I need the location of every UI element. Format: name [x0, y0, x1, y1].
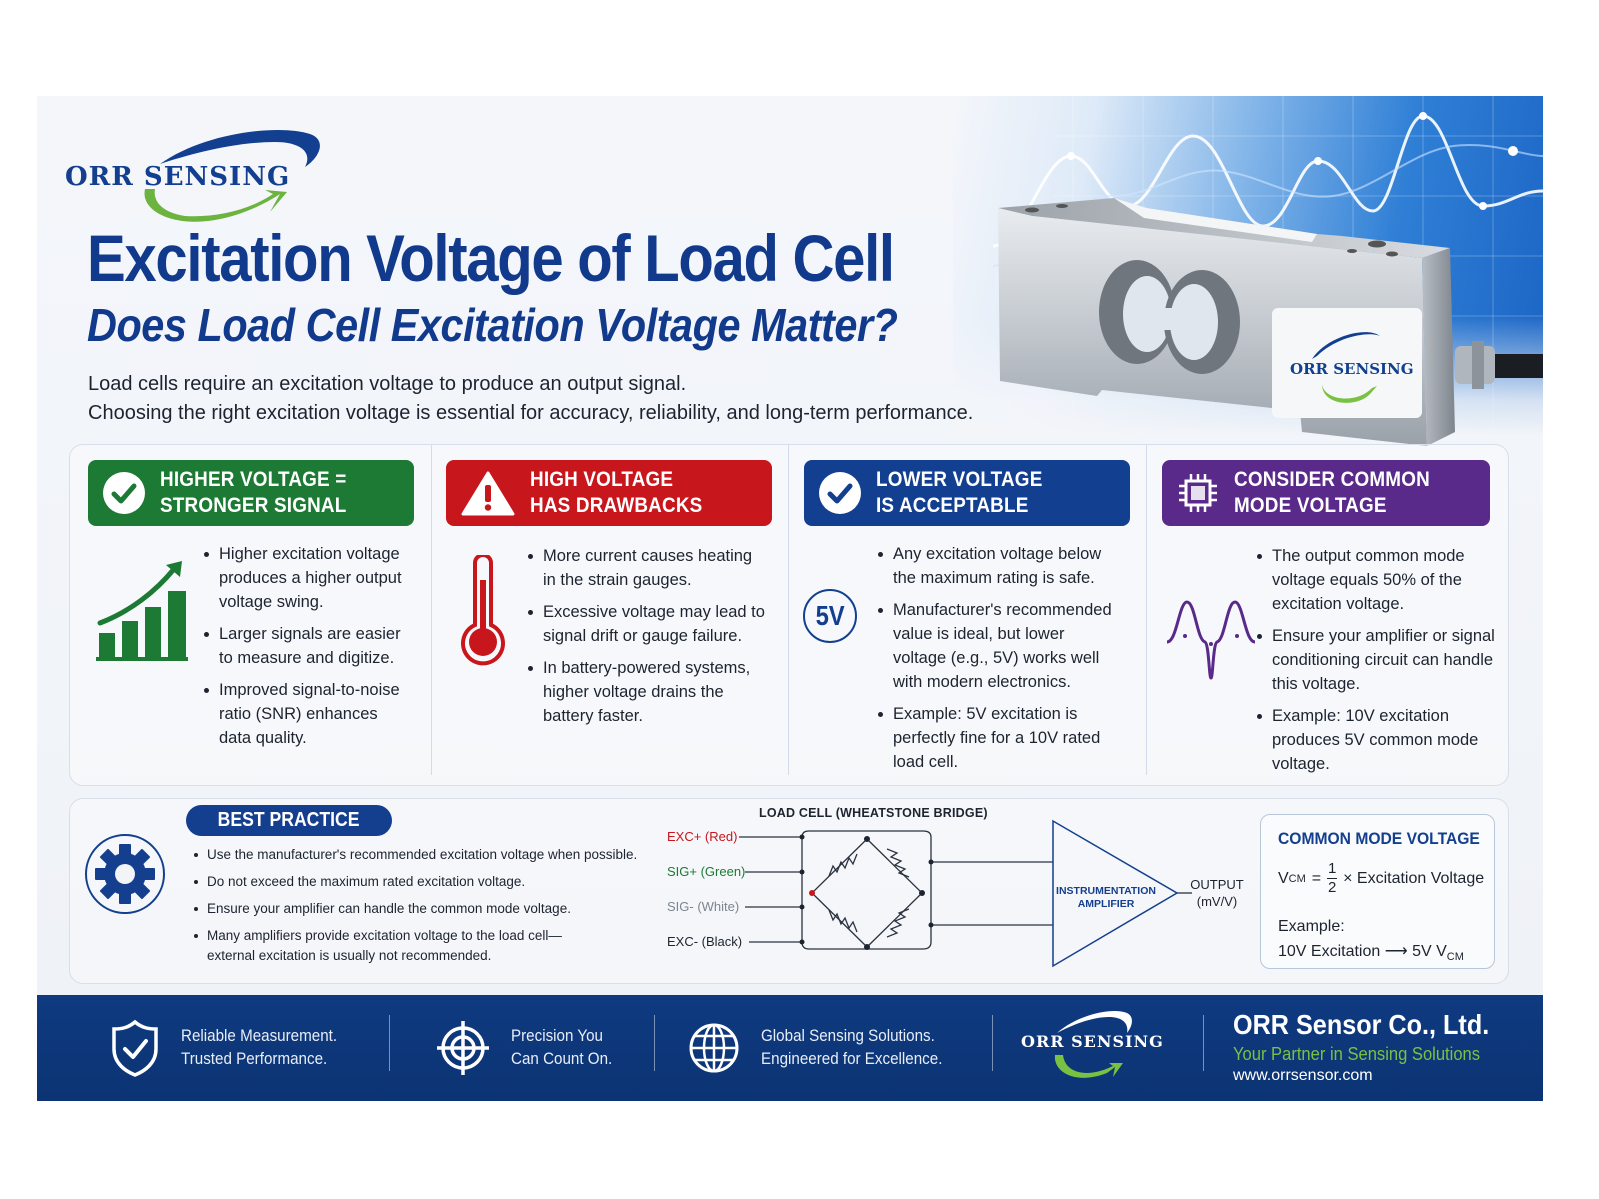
bullet-item: Use the manufacturer's recommended excit…: [192, 845, 637, 865]
bullet-item: In battery-powered systems, higher volta…: [528, 656, 768, 728]
5v-badge-text: 5V: [815, 600, 845, 631]
best-practice-label: BEST PRACTICE: [186, 805, 392, 836]
bullet-item: The output common mode voltage equals 50…: [1257, 544, 1497, 616]
company-name: ORR Sensor Co., Ltd.: [1233, 1009, 1490, 1040]
shield-check-icon: [112, 1019, 158, 1077]
card-title: CONSIDER COMMON MODE VOLTAGE: [1234, 468, 1430, 517]
card-header: HIGHER VOLTAGE = STRONGER SIGNAL: [88, 460, 414, 526]
footer-item-text: Precision You Can Count On.: [511, 1027, 613, 1068]
intro-text: Load cells require an excitation voltage…: [88, 370, 973, 428]
footer-logo-swoosh-icon: [1054, 1011, 1132, 1078]
bullet-item: Improved signal-to-noise ratio (SNR) enh…: [204, 678, 414, 750]
footer-item-precision: Precision You Can Count On.: [437, 995, 621, 1101]
card-title: HIGHER VOLTAGE = STRONGER SIGNAL: [160, 468, 347, 517]
wire-label-exc-minus: EXC- (Black): [667, 934, 743, 949]
footer-logo-text: ORR SENSING: [1021, 1032, 1164, 1051]
footer-item-reliable: Reliable Measurement. Trusted Performanc…: [111, 995, 351, 1101]
svg-text:ORR SENSING: ORR SENSING: [1290, 360, 1414, 378]
example-label: Example:: [1278, 918, 1345, 935]
5v-badge-icon: 5V: [803, 589, 857, 643]
warning-triangle-icon: [446, 470, 530, 516]
wheatstone-bridge-diagram: [739, 819, 1192, 968]
brand-logo: ORR SENSING: [65, 112, 355, 222]
best-practice-list: Use the manufacturer's recommended excit…: [192, 845, 637, 973]
bullet-item: Larger signals are easier to measure and…: [204, 622, 414, 670]
card-bullets: Higher excitation voltage produces a hig…: [204, 542, 414, 758]
card-higher-voltage: HIGHER VOLTAGE = STRONGER SIGNAL Higher …: [70, 445, 430, 785]
bullet-item: Higher excitation voltage produces a hig…: [204, 542, 414, 614]
bullet-continuation: external excitation is usually not recom…: [207, 948, 492, 963]
diagram-title: LOAD CELL (WHEATSTONE BRIDGE): [759, 806, 988, 820]
bullet-item: Excessive voltage may lead to signal dri…: [528, 600, 768, 648]
logo-swoosh-icon: [144, 129, 320, 222]
infographic-sheet: ORR SENSING ORR SENSING Excitation Volta…: [37, 96, 1543, 1101]
bullet-item: Many amplifiers provide excitation volta…: [192, 926, 637, 946]
footer-item-text: Reliable Measurement. Trusted Performanc…: [181, 1027, 338, 1068]
card-lower-voltage: LOWER VOLTAGE IS ACCEPTABLE 5V Any excit…: [786, 445, 1146, 785]
card-bullets: Any excitation voltage below the maximum…: [878, 542, 1118, 782]
card-common-mode: CONSIDER COMMON MODE VOLTAGE The output …: [1144, 445, 1510, 785]
company-website-link[interactable]: www.orrsensor.com: [1233, 1067, 1373, 1084]
card-title: LOWER VOLTAGE IS ACCEPTABLE: [876, 468, 1043, 517]
card-high-voltage-drawbacks: HIGH VOLTAGE HAS DRAWBACKS More current …: [428, 445, 788, 785]
wire-label-sig-minus: SIG- (White): [667, 899, 740, 914]
company-tagline: Your Partner in Sensing Solutions: [1233, 1044, 1481, 1064]
bullet-item: Ensure your amplifier or signal conditio…: [1257, 624, 1497, 696]
formula-title: COMMON MODE VOLTAGE: [1278, 829, 1480, 848]
card-bullets: More current causes heating in the strai…: [528, 544, 768, 736]
thermometer-icon: [461, 555, 505, 666]
page-subtitle: Does Load Cell Excitation Voltage Matter…: [87, 299, 898, 351]
card-title: HIGH VOLTAGE HAS DRAWBACKS: [530, 468, 703, 517]
logo-text: ORR SENSING: [65, 162, 291, 192]
card-bullets: The output common mode voltage equals 50…: [1257, 544, 1497, 784]
bullet-item: Manufacturer's recommended value is idea…: [878, 598, 1118, 694]
intro-line: Load cells require an excitation voltage…: [88, 373, 687, 395]
rising-bar-chart-icon: [96, 561, 188, 661]
bullet-item: Example: 10V excitation produces 5V comm…: [1257, 704, 1497, 776]
footer-banner: Reliable Measurement. Trusted Performanc…: [37, 995, 1543, 1101]
amplifier-label: INSTRUMENTATION AMPLIFIER: [1056, 885, 1156, 910]
output-label: OUTPUT (mV/V): [1190, 877, 1244, 909]
footer-item-global: Global Sensing Solutions. Engineered for…: [689, 995, 958, 1101]
bullet-item: Any excitation voltage below the maximum…: [878, 542, 1118, 590]
globe-icon: [689, 1023, 739, 1073]
example-value: 10V Excitation ⟶ 5V VCM: [1278, 943, 1464, 964]
wire-label-exc-plus: EXC+ (Red): [667, 829, 738, 844]
waveform-icon: [1166, 600, 1256, 680]
load-cell-image: ORR SENSING: [998, 198, 1543, 446]
intro-line: Choosing the right excitation voltage is…: [88, 402, 974, 424]
feature-cards: HIGHER VOLTAGE = STRONGER SIGNAL Higher …: [69, 444, 1509, 786]
card-header: HIGH VOLTAGE HAS DRAWBACKS: [446, 460, 772, 526]
bullet-item: Example: 5V excitation is perfectly fine…: [878, 702, 1118, 774]
bullet-item: Ensure your amplifier can handle the com…: [192, 899, 637, 919]
bullet-item: Do not exceed the maximum rated excitati…: [192, 872, 637, 892]
check-circle-icon: [88, 471, 160, 515]
footer-item-text: Global Sensing Solutions. Engineered for…: [761, 1027, 943, 1068]
chip-icon: [1162, 471, 1234, 515]
check-circle-icon: [804, 471, 876, 515]
crosshair-target-icon: [437, 1021, 489, 1075]
bullet-item: More current causes heating in the strai…: [528, 544, 768, 592]
card-header: LOWER VOLTAGE IS ACCEPTABLE: [804, 460, 1130, 526]
card-header: CONSIDER COMMON MODE VOLTAGE: [1162, 460, 1490, 526]
wire-label-sig-plus: SIG+ (Green): [667, 864, 746, 879]
page-title: Excitation Voltage of Load Cell: [87, 221, 895, 295]
gear-icon: [85, 834, 165, 914]
